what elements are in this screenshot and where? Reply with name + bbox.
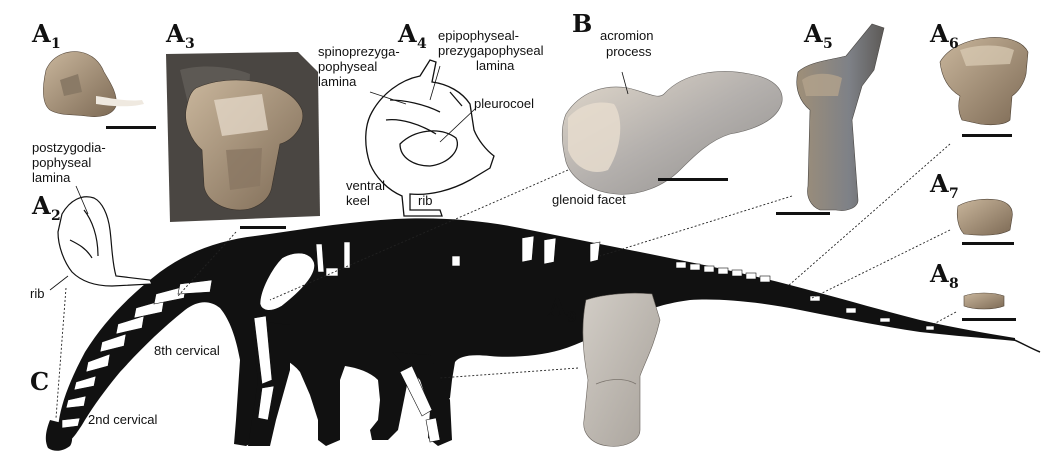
svg-text:A: A (31, 19, 51, 48)
scale-bar-a7 (962, 242, 1014, 245)
svg-text:A: A (31, 191, 51, 220)
svg-text:pophyseal: pophyseal (32, 155, 91, 170)
caudal-vertebrae (675, 261, 935, 331)
panel-label-a1: A 1 (31, 19, 61, 52)
cervical-vertebrae (61, 279, 213, 429)
svg-text:lamina: lamina (32, 170, 71, 185)
svg-text:7: 7 (949, 186, 959, 202)
svg-text:keel: keel (346, 193, 370, 208)
silhouette-tail-whip (1011, 338, 1041, 353)
panel-a7-photo (956, 198, 1013, 236)
panel-label-a9: A 9 (547, 293, 577, 326)
scale-bar-a5 (776, 212, 830, 215)
annotation-pleurocoel: pleurocoel (474, 96, 534, 111)
b-pointer-line (621, 71, 629, 95)
svg-text:8: 8 (949, 276, 959, 292)
panel-a4-drawing (365, 59, 495, 217)
panel-label-a7: A 7 (929, 169, 959, 202)
panel-b-photo (561, 71, 783, 195)
svg-text:5: 5 (823, 36, 833, 52)
svg-text:pophyseal: pophyseal (318, 59, 377, 74)
panel-label-a8: A 8 (929, 259, 959, 292)
panel-label-a5: A 5 (803, 19, 833, 52)
sauropod-silhouette (45, 218, 1041, 451)
svg-text:acromion: acromion (600, 28, 653, 43)
panel-label-a6: A 6 (929, 19, 959, 52)
silhouette-ulna (257, 385, 275, 421)
panel-a5-photo (796, 23, 885, 211)
annotation-postzygodiapophyseal: postzygodia- pophyseal lamina (32, 140, 106, 185)
silhouette-scapula (259, 252, 315, 311)
silhouette-sacral-3 (589, 241, 601, 263)
preserved-bones (61, 235, 935, 443)
svg-text:A: A (929, 19, 949, 48)
svg-text:A: A (929, 169, 949, 198)
leader-lines (55, 143, 957, 419)
annotation-rib-a4: rib (418, 193, 432, 208)
svg-text:6: 6 (949, 36, 959, 52)
svg-text:4: 4 (417, 36, 427, 52)
scale-bar-a3 (240, 226, 286, 229)
silhouette-sacral-1 (521, 235, 535, 263)
scale-bar-a8 (962, 318, 1016, 321)
annotation-rib-a2: rib (30, 286, 44, 301)
svg-text:A: A (803, 19, 823, 48)
svg-text:postzygodia-: postzygodia- (32, 140, 106, 155)
svg-text:prezygapophyseal: prezygapophyseal (438, 43, 544, 58)
silhouette-tibia (425, 417, 441, 443)
panel-label-c: C (30, 367, 49, 396)
panel-a8-photo (963, 292, 1005, 310)
silhouette-dorsal-3 (325, 267, 339, 277)
scale-bar-a6 (962, 134, 1012, 137)
annotation-ventral-keel: ventral keel (346, 178, 385, 208)
svg-text:2: 2 (51, 208, 61, 224)
svg-text:ventral: ventral (346, 178, 385, 193)
svg-text:epipophyseal-: epipophyseal- (438, 28, 519, 43)
panel-a6-photo (939, 37, 1029, 126)
svg-text:process: process (606, 44, 652, 59)
scale-bar-a1 (106, 126, 156, 129)
silhouette-dorsal-1 (315, 243, 325, 273)
svg-text:lamina: lamina (318, 74, 357, 89)
panel-a1-specimen (43, 51, 144, 117)
silhouette-humerus (253, 315, 273, 385)
panel-label-a3: A 3 (165, 19, 195, 52)
annotation-epipophyseal: epipophyseal- prezygapophyseal lamina (438, 28, 544, 73)
postzygo-pointer (75, 185, 89, 215)
svg-text:9: 9 (567, 310, 577, 326)
panel-label-a4: A 4 (397, 19, 427, 52)
svg-text:C: C (30, 367, 49, 396)
silhouette-sacral-2 (543, 237, 557, 265)
svg-text:1: 1 (51, 36, 61, 52)
annotation-spinoprezygapophyseal: spinoprezyga- pophyseal lamina (318, 44, 400, 89)
svg-text:A: A (929, 259, 949, 288)
silhouette-femur (399, 365, 433, 417)
a4-pointer-lines (369, 65, 477, 143)
silhouette-dorsal-2 (343, 241, 351, 269)
annotation-8th-cervical: 8th cervical (154, 343, 220, 358)
svg-text:3: 3 (185, 36, 195, 52)
annotation-glenoid-facet: glenoid facet (552, 192, 626, 207)
svg-text:A: A (165, 19, 185, 48)
annotation-2nd-cervical: 2nd cervical (88, 412, 157, 427)
svg-text:A: A (547, 293, 567, 322)
panel-a9-photo (582, 292, 661, 447)
svg-text:B: B (572, 9, 592, 38)
rib-a2-pointer (49, 275, 69, 291)
panel-label-a2: A 2 (31, 191, 61, 224)
silhouette-dorsal-4 (451, 255, 461, 267)
panel-a2-drawing (57, 196, 153, 287)
svg-text:lamina: lamina (476, 58, 515, 73)
annotation-acromion-process: acromion process (600, 28, 653, 59)
scale-bar-b (658, 178, 728, 181)
silhouette-body (52, 218, 1015, 446)
svg-text:A: A (397, 19, 417, 48)
panel-label-b: B (572, 9, 592, 38)
svg-text:spinoprezyga-: spinoprezyga- (318, 44, 400, 59)
panel-a3-photo (166, 52, 320, 222)
